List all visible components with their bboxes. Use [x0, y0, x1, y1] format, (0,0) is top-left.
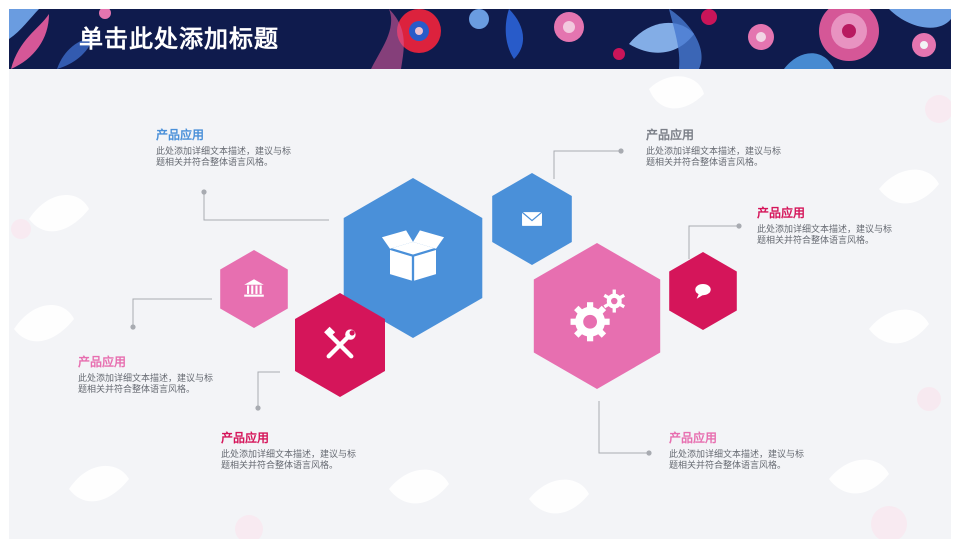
background-leaf-decoration: [11, 76, 951, 539]
connector-line: [688, 225, 739, 259]
hexagon-bank[interactable]: [220, 250, 288, 328]
hexagon-gears[interactable]: [533, 243, 661, 389]
connector-dot: [646, 450, 652, 456]
connector-dot: [618, 148, 624, 154]
item-title[interactable]: 产品应用: [156, 128, 205, 142]
chat-bubble-icon: [695, 284, 711, 299]
connector-line: [132, 298, 212, 327]
item-description[interactable]: 此处添加详细文本描述，建议与标题相关并符合整体语言风格。: [757, 225, 893, 246]
hexagon-diagram: [130, 148, 742, 456]
item-title[interactable]: 产品应用: [646, 128, 695, 142]
hexagon-package[interactable]: [343, 178, 483, 338]
connector-line: [598, 401, 649, 454]
connector-dot: [201, 189, 207, 195]
hexagon-chat-bubble[interactable]: [669, 252, 737, 330]
connector-line: [257, 371, 280, 408]
package-icon: [381, 230, 445, 281]
item-description[interactable]: 此处添加详细文本描述，建议与标题相关并符合整体语言风格。: [156, 147, 292, 168]
item-description[interactable]: 此处添加详细文本描述，建议与标题相关并符合整体语言风格。: [78, 374, 214, 395]
connector-dot: [736, 223, 742, 229]
slide: 单击此处添加标题 产品应用此处添加详细文本描述，建议与标题相关并符合整体语言风格…: [9, 9, 951, 539]
header-banner: 单击此处添加标题: [9, 9, 951, 69]
tools-icon: [324, 326, 356, 359]
connector-line: [553, 150, 621, 179]
floral-header-decoration: [9, 9, 951, 69]
slide-title[interactable]: 单击此处添加标题: [79, 25, 279, 53]
bank-icon: [244, 279, 264, 297]
item-title[interactable]: 产品应用: [669, 431, 718, 445]
hexagon-envelope[interactable]: [492, 173, 572, 265]
connector-line: [203, 192, 329, 221]
envelope-icon: [521, 211, 543, 226]
item-description[interactable]: 此处添加详细文本描述，建议与标题相关并符合整体语言风格。: [646, 147, 782, 168]
item-title[interactable]: 产品应用: [221, 431, 270, 445]
hexagon-tools[interactable]: [295, 293, 385, 397]
item-title[interactable]: 产品应用: [757, 206, 806, 220]
item-title[interactable]: 产品应用: [78, 355, 127, 369]
item-description[interactable]: 此处添加详细文本描述，建议与标题相关并符合整体语言风格。: [221, 450, 357, 471]
connector-dot: [255, 405, 261, 411]
gears-icon: [570, 289, 626, 342]
connector-dot: [130, 324, 136, 330]
item-description[interactable]: 此处添加详细文本描述，建议与标题相关并符合整体语言风格。: [669, 450, 805, 471]
